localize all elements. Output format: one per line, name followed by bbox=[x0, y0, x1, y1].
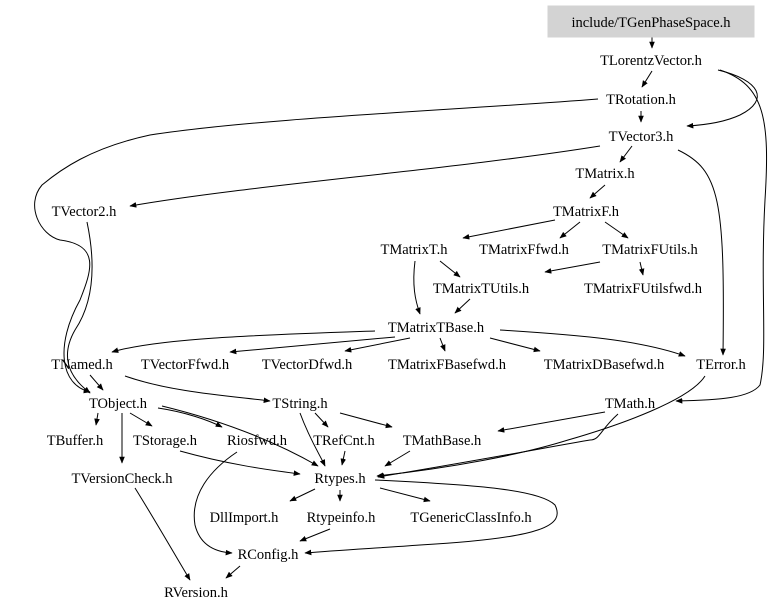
edge-n29-n32 bbox=[379, 487, 431, 503]
node-terror[interactable]: TError.h bbox=[696, 357, 746, 373]
edge-n28-n34 bbox=[134, 487, 191, 581]
edge-n22-n27 bbox=[497, 411, 606, 433]
edge-n4-n19 bbox=[677, 149, 726, 356]
node-tmathbase[interactable]: TMathBase.h bbox=[403, 433, 482, 449]
edge-n7-n8 bbox=[462, 219, 556, 240]
edge-n29-n30 bbox=[289, 488, 316, 502]
node-tstring[interactable]: TString.h bbox=[272, 396, 328, 412]
edges-layer bbox=[34, 36, 767, 581]
node-tvector3[interactable]: TVector3.h bbox=[609, 129, 675, 145]
node-tmatrixtutils[interactable]: TMatrixTUtils.h bbox=[433, 281, 530, 297]
node-rconfig[interactable]: RConfig.h bbox=[238, 547, 300, 563]
edge-n25-n33 bbox=[193, 451, 238, 556]
edge-n20-n24 bbox=[129, 412, 153, 427]
node-rversion[interactable]: RVersion.h bbox=[164, 585, 228, 601]
node-tobject[interactable]: TObject.h bbox=[89, 396, 148, 412]
edge-n10-n12 bbox=[638, 261, 645, 276]
node-tmath[interactable]: TMath.h bbox=[605, 396, 656, 412]
node-tstorage[interactable]: TStorage.h bbox=[133, 433, 198, 449]
edge-n7-n10 bbox=[604, 221, 629, 239]
edge-n8-n13 bbox=[413, 260, 421, 315]
edge-n33-n34 bbox=[225, 565, 241, 579]
edge-n13-n17 bbox=[439, 337, 446, 352]
edge-n20-n23 bbox=[94, 412, 100, 426]
edge-n8-n11 bbox=[439, 260, 461, 278]
edge-n3-n20 bbox=[34, 98, 599, 394]
edge-n22-n29 bbox=[377, 413, 619, 479]
node-tgenericclassinfo[interactable]: TGenericClassInfo.h bbox=[410, 510, 532, 526]
node-tmatrixfutils[interactable]: TMatrixFUtils.h bbox=[602, 242, 698, 258]
edge-n14-n20 bbox=[89, 374, 104, 391]
edge-n19-n29 bbox=[376, 375, 706, 479]
edge-n14-n21 bbox=[124, 375, 271, 403]
edge-n2-n22 bbox=[675, 69, 767, 404]
edge-n13-n18 bbox=[489, 337, 541, 353]
edge-n13-n19 bbox=[499, 329, 686, 357]
edge-n2-n3 bbox=[641, 70, 653, 88]
edge-n2-n4 bbox=[686, 69, 758, 129]
node-tgenphasespace[interactable]: include/TGenPhaseSpace.h bbox=[571, 15, 731, 31]
edge-n26-n29 bbox=[340, 450, 347, 466]
edge-n21-n27 bbox=[339, 412, 393, 429]
edge-n29-n33 bbox=[304, 479, 558, 556]
node-rtypeinfo[interactable]: Rtypeinfo.h bbox=[307, 510, 377, 526]
node-tmatrix[interactable]: TMatrix.h bbox=[575, 166, 635, 182]
edge-n20-n29 bbox=[161, 405, 319, 467]
node-tmatrixffwd[interactable]: TMatrixFfwd.h bbox=[479, 242, 570, 258]
edge-n7-n9 bbox=[559, 221, 581, 239]
edge-n13-n16 bbox=[344, 337, 411, 353]
edge-n20-n25 bbox=[157, 407, 223, 428]
edge-n6-n20 bbox=[67, 221, 93, 394]
node-trefcnt[interactable]: TRefCnt.h bbox=[313, 433, 375, 449]
node-tmatrixfbasefwd[interactable]: TMatrixFBasefwd.h bbox=[388, 357, 507, 373]
edge-n21-n29 bbox=[299, 412, 326, 467]
node-tvector2[interactable]: TVector2.h bbox=[52, 204, 118, 220]
node-tmatrixdbasefwd[interactable]: TMatrixDBasefwd.h bbox=[544, 357, 665, 373]
edge-n21-n26 bbox=[314, 412, 329, 428]
node-tvectordfwd[interactable]: TVectorDfwd.h bbox=[262, 357, 353, 373]
node-dllimport[interactable]: DllImport.h bbox=[210, 510, 280, 526]
edge-n13-n15 bbox=[229, 336, 396, 355]
edge-n11-n13 bbox=[454, 298, 471, 314]
node-trotation[interactable]: TRotation.h bbox=[606, 92, 676, 108]
node-tversioncheck[interactable]: TVersionCheck.h bbox=[71, 471, 173, 487]
node-riosfwd[interactable]: Riosfwd.h bbox=[227, 433, 288, 449]
edge-n27-n29 bbox=[384, 450, 411, 467]
edge-n13-n14 bbox=[111, 330, 376, 353]
node-tmatrixt[interactable]: TMatrixT.h bbox=[381, 242, 449, 258]
node-tvectorffwd[interactable]: TVectorFfwd.h bbox=[141, 357, 230, 373]
root-node-background bbox=[547, 5, 755, 38]
edge-n24-n29 bbox=[179, 450, 301, 476]
nodes-layer: include/TGenPhaseSpace.h TLorentzVector.… bbox=[47, 15, 747, 601]
edge-n31-n33 bbox=[299, 528, 331, 542]
node-tbuffer[interactable]: TBuffer.h bbox=[47, 433, 104, 449]
node-tmatrixtbase[interactable]: TMatrixTBase.h bbox=[388, 320, 485, 336]
node-tmatrixf[interactable]: TMatrixF.h bbox=[553, 204, 620, 220]
node-tmatrixfutilsfwd[interactable]: TMatrixFUtilsfwd.h bbox=[584, 281, 703, 297]
node-tnamed[interactable]: TNamed.h bbox=[51, 357, 113, 373]
edge-n4-n6 bbox=[129, 145, 601, 208]
node-rtypes[interactable]: Rtypes.h bbox=[314, 471, 366, 487]
edge-n4-n5 bbox=[619, 145, 633, 163]
node-tlorentzvector[interactable]: TLorentzVector.h bbox=[600, 53, 703, 69]
edge-n10-n11 bbox=[544, 261, 601, 274]
edge-n5-n7 bbox=[589, 184, 606, 199]
